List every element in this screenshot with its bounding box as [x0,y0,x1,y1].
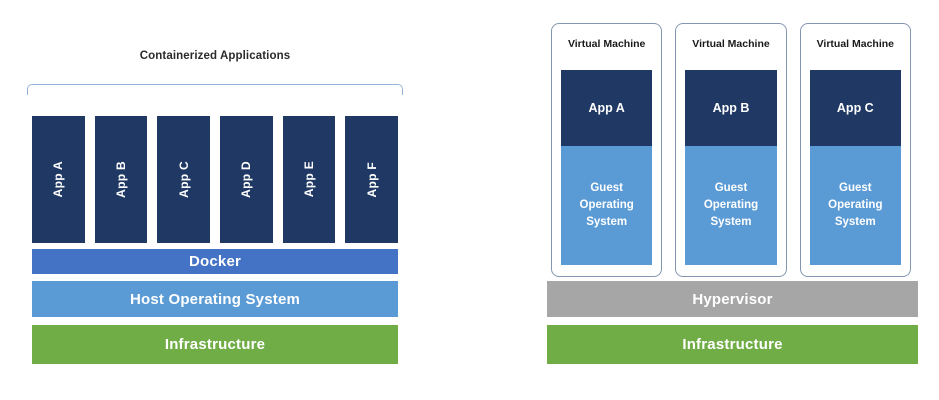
container-app-label: App B [114,161,128,198]
container-apps-row: App A App B App C App D App E App F [32,116,399,243]
container-app-bar: App B [94,116,148,243]
hypervisor-layer: Hypervisor [547,281,918,317]
guest-os-box: Guest Operating System [809,146,901,265]
container-app-bar: App E [282,116,336,243]
container-app-label: App C [176,161,191,198]
infrastructure-layer-left: Infrastructure [32,325,398,364]
infrastructure-layer-right: Infrastructure [547,325,918,364]
virtual-machines-row: Virtual Machine App A Guest Operating Sy… [551,23,911,277]
docker-layer: Docker [32,249,398,274]
virtual-machine-box: Virtual Machine App B Guest Operating Sy… [675,23,787,277]
vm-app-box: App A [561,70,653,146]
virtual-machine-label: Virtual Machine [692,38,770,50]
guest-os-box: Guest Operating System [561,146,653,265]
containerized-applications-bracket [27,84,403,95]
container-app-label: App F [364,161,379,198]
container-app-label: App D [239,161,254,198]
container-app-bar: App C [157,116,211,243]
vm-app-box: App B [685,70,777,146]
containerized-applications-title: Containerized Applications [139,50,291,62]
container-app-label: App A [51,161,66,198]
container-app-bar: App F [345,116,399,243]
virtual-machine-box: Virtual Machine App C Guest Operating Sy… [799,23,911,277]
guest-os-label: Guest Operating System [579,181,634,229]
host-operating-system-layer: Host Operating System [32,281,398,317]
container-app-bar: App A [32,116,85,243]
virtual-machine-label: Virtual Machine [567,38,646,50]
vm-app-box: App C [809,70,901,146]
guest-os-label: Guest Operating System [703,181,759,229]
virtual-machine-label: Virtual Machine [816,38,895,50]
guest-os-label: Guest Operating System [828,181,883,229]
container-app-label: App E [302,161,317,198]
virtual-machine-box: Virtual Machine App A Guest Operating Sy… [551,23,663,277]
container-app-bar: App D [220,116,273,243]
guest-os-box: Guest Operating System [685,146,777,265]
